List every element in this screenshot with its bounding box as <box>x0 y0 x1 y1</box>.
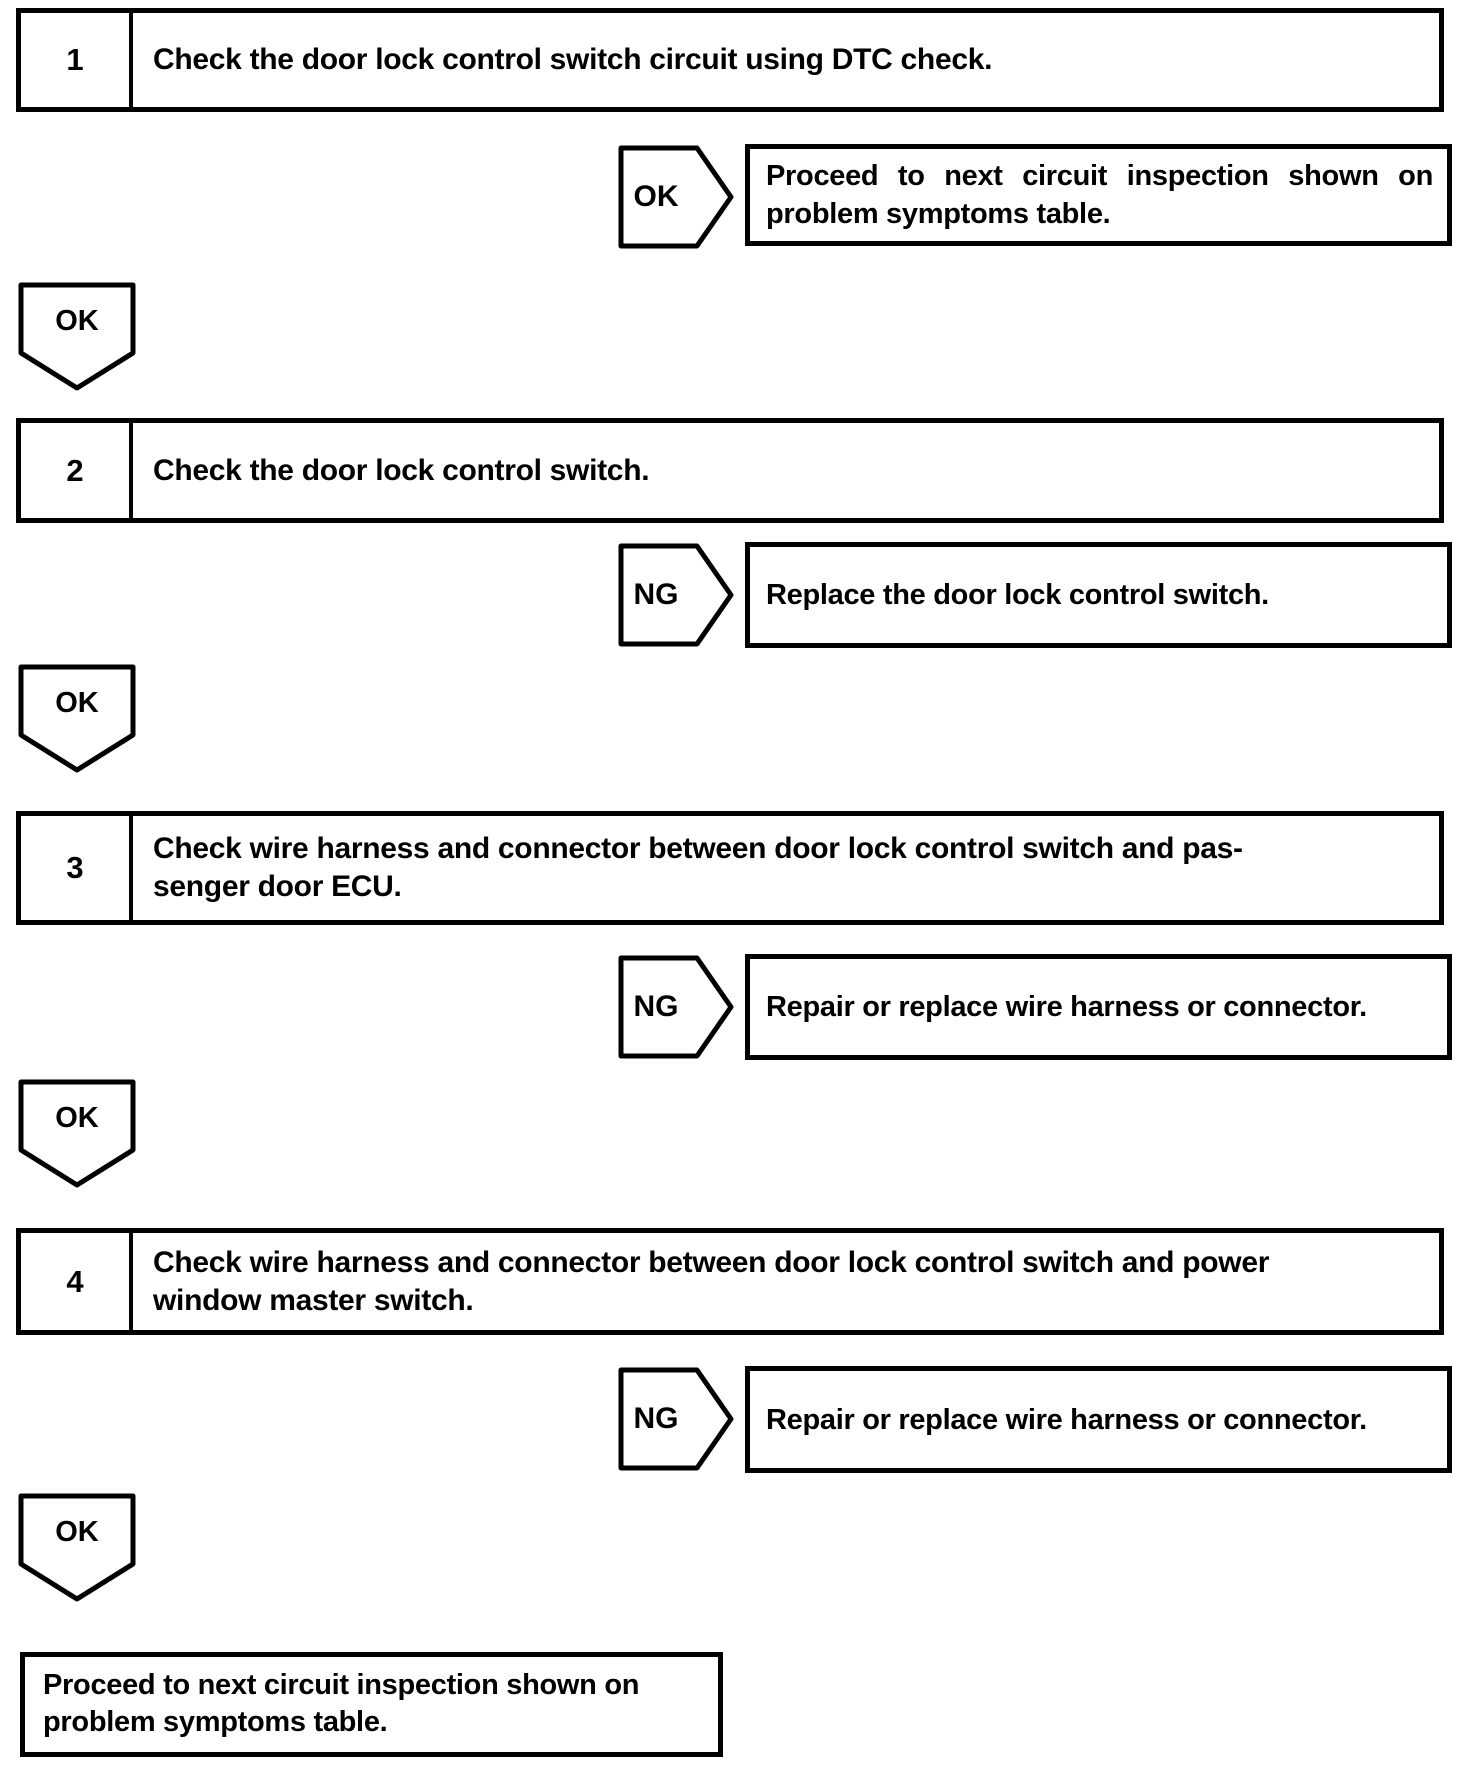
branch-result-line: Repair or replace wire harness or connec… <box>766 991 1367 1023</box>
step-2-box: 2 Check the door lock control switch. <box>16 418 1444 523</box>
branch-1-ok-tag: OK <box>617 144 735 250</box>
arrow-down-flag-icon <box>18 1079 136 1188</box>
step-1-text: Check the door lock control switch circu… <box>133 13 1439 107</box>
branch-result-line: Proceed to next circuit inspection shown… <box>766 160 1433 192</box>
step-text-line: window master switch. <box>153 1283 474 1317</box>
ok-connector-3: OK <box>17 1078 137 1190</box>
step-4-text: Check wire harness and connector between… <box>133 1233 1439 1330</box>
step-4-box: 4 Check wire harness and connector betwe… <box>16 1228 1444 1335</box>
ok-connector-3-label: OK <box>55 1101 99 1134</box>
ok-connector-4-label: OK <box>55 1515 99 1548</box>
chevron-right-tag-icon <box>618 955 734 1059</box>
branch-result-line: Replace the door lock control switch. <box>766 579 1269 611</box>
terminal-box: Proceed to next circuit inspection shown… <box>20 1652 723 1757</box>
step-text-line: Check wire harness and connector between… <box>153 1245 1270 1279</box>
step-1-number: 1 <box>21 13 133 107</box>
branch-4-ng-tag: NG <box>617 1366 735 1472</box>
ok-connector-1: OK <box>17 281 137 393</box>
ok-connector-1-label: OK <box>55 304 99 337</box>
step-3-text: Check wire harness and connector between… <box>133 816 1439 920</box>
ok-connector-2: OK <box>17 663 137 775</box>
branch-1-result-box: Proceed to next circuit inspection shown… <box>745 144 1452 246</box>
step-text-line: Check wire harness and connector between… <box>153 832 1243 865</box>
ok-connector-4: OK <box>17 1492 137 1604</box>
branch-2-tag-label: NG <box>633 578 679 611</box>
branch-result-line: Repair or replace wire harness or connec… <box>766 1403 1367 1436</box>
branch-2-ng-tag: NG <box>617 542 735 648</box>
step-4-number: 4 <box>21 1233 133 1330</box>
branch-1-tag-label: OK <box>633 180 679 213</box>
branch-3-result-box: Repair or replace wire harness or connec… <box>745 954 1452 1060</box>
branch-3-tag-label: NG <box>633 990 679 1023</box>
step-1-box: 1 Check the door lock control switch cir… <box>16 8 1444 112</box>
arrow-down-flag-icon <box>18 282 136 391</box>
branch-2-result-box: Replace the door lock control switch. <box>745 542 1452 648</box>
branch-4-result-box: Repair or replace wire harness or connec… <box>745 1366 1452 1473</box>
branch-result-line: problem symptoms table. <box>766 198 1111 230</box>
chevron-right-tag-icon <box>618 1367 734 1471</box>
branch-4-tag-label: NG <box>633 1402 679 1435</box>
chevron-right-tag-icon <box>618 145 734 249</box>
arrow-down-flag-icon <box>18 1493 136 1602</box>
step-3-box: 3 Check wire harness and connector betwe… <box>16 811 1444 925</box>
arrow-down-flag-icon <box>18 664 136 773</box>
step-text-line: Check the door lock control switch circu… <box>153 43 993 76</box>
ok-connector-2-label: OK <box>55 686 99 719</box>
branch-3-ng-tag: NG <box>617 954 735 1060</box>
terminal-line: problem symptoms table. <box>43 1706 388 1738</box>
step-2-number: 2 <box>21 423 133 518</box>
chevron-right-tag-icon <box>618 543 734 647</box>
terminal-line: Proceed to next circuit inspection shown… <box>43 1669 640 1701</box>
step-3-number: 3 <box>21 816 133 920</box>
step-text-line: senger door ECU. <box>153 870 402 903</box>
step-text-line: Check the door lock control switch. <box>153 453 650 487</box>
step-2-text: Check the door lock control switch. <box>133 423 1439 518</box>
